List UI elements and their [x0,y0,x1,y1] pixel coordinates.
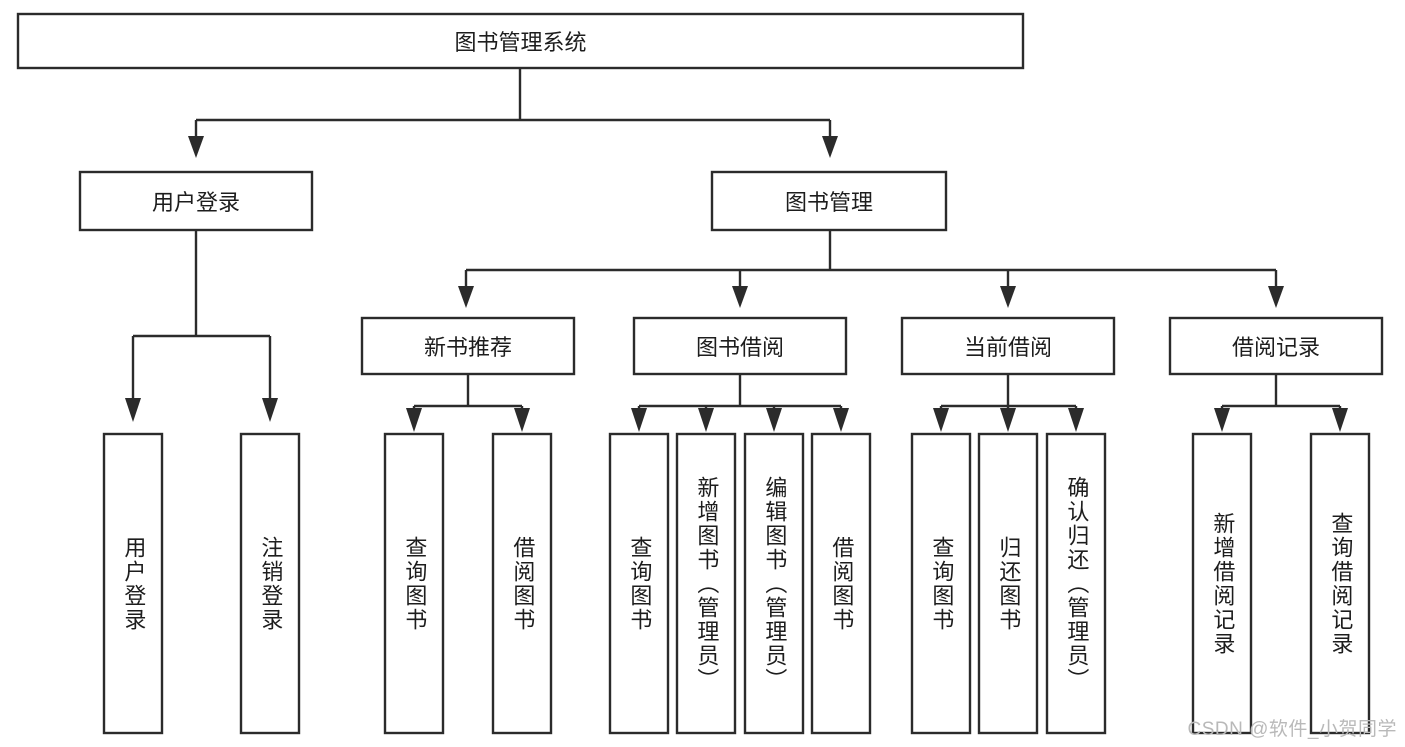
arrow-head-current-borrow [1000,286,1016,308]
node-box-leaf-query-record[interactable] [1309,432,1371,735]
node-box-user-login[interactable] [78,170,314,232]
node-box-borrow-record[interactable] [1168,316,1384,376]
node-box-new-book-recommend[interactable] [360,316,576,376]
arrow-head-leaf-edit-book [766,408,782,432]
node-box-book-borrow[interactable] [632,316,848,376]
arrow-head-leaf-add-record [1214,408,1230,432]
node-box-leaf-borrow-book-2[interactable] [810,432,872,735]
node-box-leaf-query-book-2[interactable] [608,432,670,735]
node-box-leaf-borrow-book-1[interactable] [491,432,553,735]
arrow-head-book-borrow [732,286,748,308]
node-box-leaf-user-login[interactable] [102,432,164,735]
arrow-head-leaf-borrow-book-1 [514,408,530,432]
node-box-leaf-edit-book[interactable] [743,432,805,735]
node-box-leaf-return-book[interactable] [977,432,1039,735]
arrow-head-leaf-add-book [698,408,714,432]
arrow-head-leaf-user-login [125,398,141,422]
arrow-head-leaf-return-book [1000,408,1016,432]
node-box-leaf-add-record[interactable] [1191,432,1253,735]
arrow-head-leaf-confirm-return [1068,408,1084,432]
arrow-head-user-login [188,136,204,158]
arrow-head-borrow-record [1268,286,1284,308]
arrow-head-leaf-query-book-3 [933,408,949,432]
arrow-head-leaf-query-record [1332,408,1348,432]
arrow-head-leaf-borrow-book-2 [833,408,849,432]
arrow-head-leaf-query-book-2 [631,408,647,432]
arrow-head-leaf-user-logout [262,398,278,422]
node-box-leaf-confirm-return[interactable] [1045,432,1107,735]
node-box-leaf-add-book[interactable] [675,432,737,735]
node-box-current-borrow[interactable] [900,316,1116,376]
node-box-root[interactable] [16,12,1025,70]
arrow-head-leaf-query-book-1 [406,408,422,432]
arrow-head-new-book-recommend [458,286,474,308]
node-box-book-manage[interactable] [710,170,948,232]
watermark-text: CSDN @软件_小贺同学 [1187,719,1397,740]
node-box-leaf-query-book-3[interactable] [910,432,972,735]
node-box-leaf-query-book-1[interactable] [383,432,445,735]
node-box-leaf-user-logout[interactable] [239,432,301,735]
arrow-head-book-manage [822,136,838,158]
